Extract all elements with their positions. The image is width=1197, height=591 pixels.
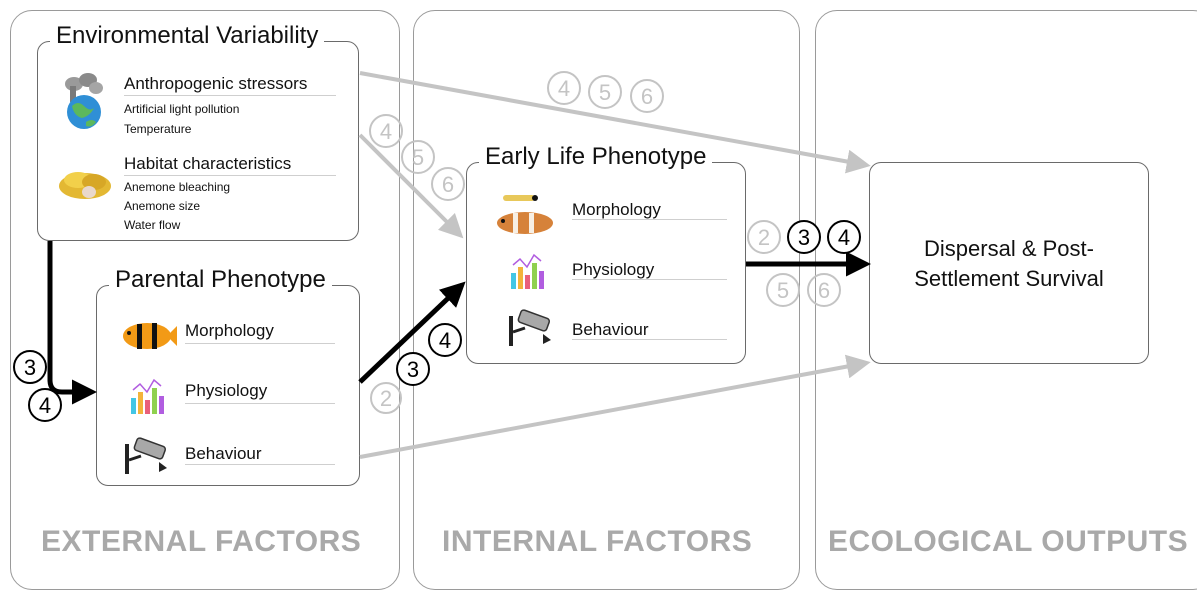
dispersal-survival-box: Dispersal & Post- Settlement Survival — [869, 162, 1149, 364]
marker-label: 4 — [380, 119, 392, 144]
environmental-variability-box: Environmental Variability Anthropogenic … — [37, 22, 359, 241]
habitat-item: Water flow — [124, 218, 181, 232]
marker-label: 5 — [599, 80, 611, 105]
external-factors-label: EXTERNAL FACTORS — [41, 525, 362, 558]
anthropogenic-item: Temperature — [124, 122, 192, 136]
marker-label: 5 — [412, 145, 424, 170]
marker-label: 3 — [407, 357, 419, 382]
markers-early-to-output-black — [787, 220, 861, 254]
security-camera-icon — [509, 309, 551, 346]
habitat-characteristics-label: Habitat characteristics — [124, 154, 292, 173]
habitat-underline — [124, 175, 336, 176]
marker-label: 6 — [442, 172, 454, 197]
arrow-env-to-output — [359, 71, 871, 174]
early-physiology-underline — [572, 279, 727, 280]
marker-label: 2 — [758, 225, 770, 250]
early-morphology-underline — [572, 219, 727, 220]
marker-label: 4 — [39, 393, 51, 418]
markers-parental-to-early-grey — [370, 382, 402, 414]
marker-label: 4 — [838, 225, 850, 250]
output-line-2: Settlement Survival — [914, 266, 1104, 291]
early-life-phenotype-box: Early Life Phenotype Morphology Physiolo… — [466, 143, 746, 364]
clownfish-icon — [123, 323, 177, 349]
parental-morphology-label: Morphology — [185, 321, 274, 340]
anemone-icon — [59, 172, 111, 199]
markers-early-to-output-grey-bottom — [766, 273, 841, 307]
marker-label: 5 — [777, 278, 789, 303]
markers-parental-to-early-black — [396, 323, 462, 386]
marker-label: 3 — [24, 355, 36, 380]
globe-pollution-icon — [65, 73, 103, 129]
external-factors-panel: EXTERNAL FACTORS — [10, 10, 400, 590]
bar-chart-icon — [131, 378, 164, 414]
parental-behaviour-underline — [185, 464, 335, 465]
output-line-1: Dispersal & Post- — [924, 236, 1094, 261]
ecological-outputs-panel: ECOLOGICAL OUTPUTS — [815, 10, 1197, 590]
parental-physiology-label: Physiology — [185, 381, 268, 400]
markers-env-to-parental — [13, 350, 62, 422]
larval-fish-icon — [497, 195, 553, 234]
arrow-env-to-parental — [47, 241, 97, 405]
anthropogenic-underline — [124, 95, 336, 96]
bar-chart-icon — [511, 253, 544, 289]
markers-early-to-output-grey-top — [747, 220, 781, 254]
anthropogenic-stressors-label: Anthropogenic stressors — [124, 74, 308, 93]
arrow-env-to-early — [358, 133, 464, 239]
parental-phenotype-title: Parental Phenotype — [109, 266, 332, 294]
parental-behaviour-label: Behaviour — [185, 444, 262, 463]
marker-label: 2 — [380, 386, 392, 411]
early-behaviour-underline — [572, 339, 727, 340]
security-camera-icon — [125, 437, 167, 474]
marker-label: 3 — [798, 225, 810, 250]
early-behaviour-label: Behaviour — [572, 320, 649, 339]
ecological-outputs-label: ECOLOGICAL OUTPUTS — [828, 525, 1189, 558]
marker-label: 4 — [558, 76, 570, 101]
markers-env-to-early — [369, 114, 465, 201]
early-physiology-label: Physiology — [572, 260, 655, 279]
anthropogenic-item: Artificial light pollution — [124, 102, 240, 116]
habitat-item: Anemone bleaching — [124, 180, 231, 194]
habitat-item: Anemone size — [124, 199, 201, 213]
internal-factors-label: INTERNAL FACTORS — [442, 525, 753, 558]
early-life-phenotype-title: Early Life Phenotype — [479, 143, 713, 171]
arrow-parental-to-output — [359, 354, 871, 459]
marker-label: 6 — [641, 84, 653, 109]
markers-env-to-output — [547, 71, 664, 113]
parental-physiology-underline — [185, 403, 335, 404]
early-morphology-label: Morphology — [572, 200, 661, 219]
marker-label: 6 — [818, 278, 830, 303]
environmental-variability-title: Environmental Variability — [50, 22, 325, 50]
parental-morphology-underline — [185, 343, 335, 344]
arrow-parental-to-early — [358, 281, 466, 384]
marker-label: 4 — [439, 328, 451, 353]
parental-phenotype-box: Parental Phenotype Morphology Physiology… — [96, 266, 360, 486]
arrows-layer: 4 5 6 4 5 6 3 4 3 4 2 2 3 4 — [13, 71, 871, 459]
